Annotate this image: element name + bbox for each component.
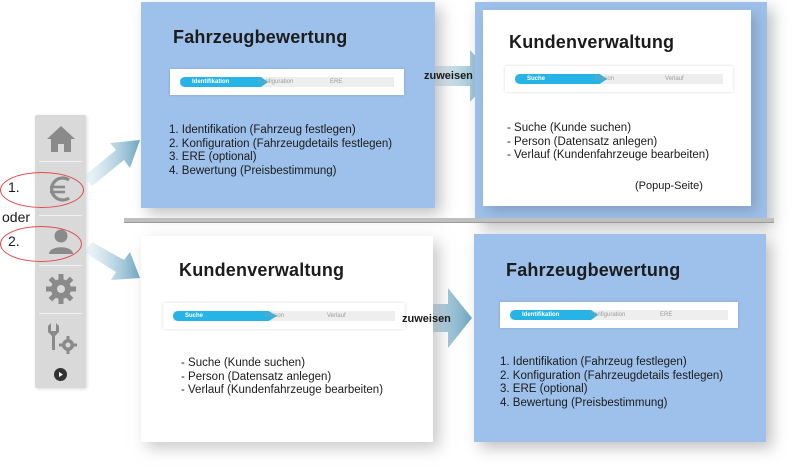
- list-item: 4. Bewertung (Preisbestimmung): [169, 164, 337, 177]
- step-list: - Suche (Kunde suchen) - Person (Datensa…: [507, 122, 709, 163]
- step-active[interactable]: Identifikation: [510, 310, 598, 320]
- option-one-label: 1.: [8, 179, 20, 195]
- arrow-to-bottom-card: [84, 242, 140, 280]
- step-label[interactable]: Person: [265, 313, 285, 319]
- list-item: - Person (Datensatz anlegen): [181, 370, 332, 383]
- step-list: 1. Identifikation (Fahrzeug festlegen) 2…: [500, 356, 723, 410]
- step-list: 1. Identifikation (Fahrzeug festlegen) 2…: [169, 124, 392, 178]
- card-title: Fahrzeugbewertung: [173, 27, 348, 47]
- card-title: Kundenverwaltung: [179, 260, 345, 280]
- step-label[interactable]: Verlauf: [327, 313, 346, 319]
- list-item: - Verlauf (Kundenfahrzeuge bearbeiten): [181, 384, 384, 396]
- step-bar: Suche Person Verlauf: [163, 303, 405, 329]
- popup-note: (Popup-Seite): [635, 180, 703, 192]
- option-one-oval: [0, 172, 84, 208]
- row-separator: [124, 218, 774, 223]
- gear-icon[interactable]: [43, 271, 79, 307]
- option-two-oval: [0, 226, 82, 262]
- list-item: - Suche (Kunde suchen): [181, 357, 306, 369]
- card-bottom-right: Fahrzeugbewertung Identifikation Konfigu…: [474, 234, 766, 442]
- card-title: Fahrzeugbewertung: [506, 260, 681, 280]
- option-two-label: 2.: [8, 233, 20, 249]
- step-active[interactable]: Suche: [173, 311, 277, 321]
- list-item: 4. Bewertung (Preisbestimmung): [500, 396, 668, 409]
- home-icon[interactable]: [43, 121, 79, 157]
- card-bottom-left: Kundenverwaltung Suche Person Verlauf - …: [141, 236, 433, 442]
- list-item: - Person (Datensatz anlegen): [507, 135, 658, 148]
- arrow-to-top-card: [84, 140, 140, 186]
- step-label[interactable]: Person: [595, 76, 615, 82]
- list-item: 2. Konfiguration (Fahrzeugdetails festle…: [169, 137, 393, 150]
- card-top-right: Kundenverwaltung Suche Person Verlauf - …: [483, 10, 751, 206]
- step-active[interactable]: Suche: [515, 74, 607, 84]
- step-bar: Identifikation Konfiguration ERE: [170, 69, 404, 95]
- step-label[interactable]: ERE: [330, 79, 343, 85]
- step-label[interactable]: Konfiguration: [590, 312, 626, 318]
- list-item: 2. Konfiguration (Fahrzeugdetails festle…: [500, 369, 724, 382]
- step-label[interactable]: Konfiguration: [258, 79, 294, 85]
- step-label[interactable]: ERE: [660, 312, 673, 318]
- step-label[interactable]: Verlauf: [665, 76, 684, 82]
- step-active[interactable]: Identifikation: [180, 77, 268, 87]
- card-title: Kundenverwaltung: [509, 32, 675, 52]
- list-item: 1. Identifikation (Fahrzeug festlegen): [169, 124, 356, 136]
- list-item: - Suche (Kunde suchen): [507, 122, 632, 134]
- step-list: - Suche (Kunde suchen) - Person (Datensa…: [181, 357, 383, 398]
- connector-label: zuweisen: [424, 70, 473, 82]
- card-top-left: Fahrzeugbewertung Identifikation Konfigu…: [141, 2, 435, 208]
- list-item: 3. ERE (optional): [169, 151, 257, 163]
- connector-label: zuweisen: [402, 313, 451, 325]
- step-bar: Identifikation Konfiguration ERE: [500, 302, 738, 328]
- option-or-label: oder: [2, 209, 31, 225]
- play-icon[interactable]: [54, 368, 67, 381]
- step-bar: Suche Person Verlauf: [505, 66, 733, 92]
- tools-icon[interactable]: [43, 319, 79, 355]
- list-item: - Verlauf (Kundenfahrzeuge bearbeiten): [507, 149, 710, 161]
- list-item: 3. ERE (optional): [500, 383, 588, 395]
- list-item: 1. Identifikation (Fahrzeug festlegen): [500, 356, 687, 368]
